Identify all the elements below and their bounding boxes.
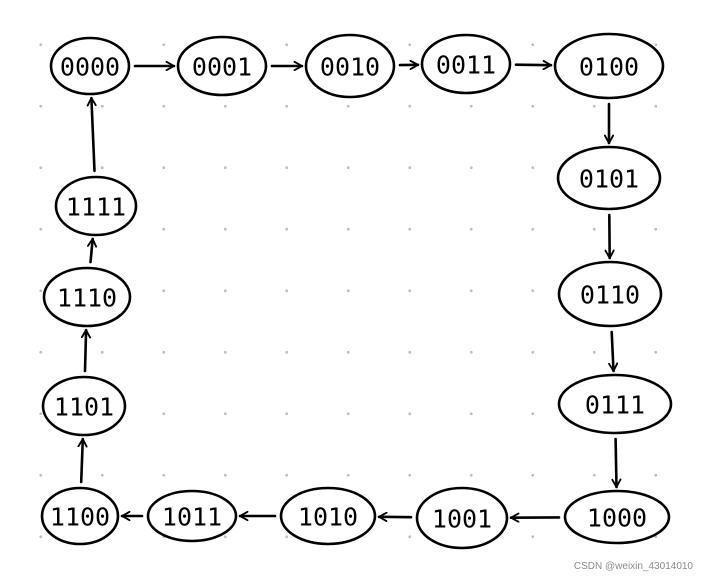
state-node-0011: 0011 bbox=[420, 33, 512, 95]
transition-arrow-s14-to-s15 bbox=[91, 237, 93, 264]
state-label: 1111 bbox=[66, 193, 126, 222]
state-node-1000: 1000 bbox=[563, 489, 671, 545]
state-ellipse bbox=[41, 375, 127, 437]
transition-arrow-s7-to-s8 bbox=[616, 437, 617, 489]
state-node-0010: 0010 bbox=[304, 33, 396, 99]
state-label: 0000 bbox=[60, 53, 120, 82]
state-node-0110: 0110 bbox=[557, 260, 663, 328]
watermark: CSDN @weixin_43014010 bbox=[573, 561, 693, 572]
state-label: 0011 bbox=[436, 51, 496, 80]
state-label: 0111 bbox=[585, 391, 645, 420]
state-label: 1011 bbox=[162, 503, 222, 532]
state-node-0111: 0111 bbox=[557, 373, 673, 435]
state-node-1011: 1011 bbox=[146, 489, 238, 543]
transition-arrows bbox=[81, 65, 616, 518]
state-node-1110: 1110 bbox=[42, 266, 132, 328]
state-node-1101: 1101 bbox=[41, 375, 127, 437]
state-ellipse bbox=[553, 32, 665, 100]
transition-arrow-s12-to-s13 bbox=[81, 437, 83, 484]
transition-arrow-s3-to-s4 bbox=[514, 65, 553, 66]
state-ellipse bbox=[557, 373, 673, 435]
state-node-1100: 1100 bbox=[40, 486, 120, 546]
state-ellipse bbox=[304, 33, 396, 99]
state-ellipse bbox=[54, 175, 138, 237]
state-label: 1101 bbox=[54, 393, 114, 422]
state-label: 1100 bbox=[50, 503, 110, 532]
state-node-0000: 0000 bbox=[49, 36, 131, 96]
state-ellipse bbox=[49, 36, 131, 96]
state-ellipse bbox=[415, 486, 509, 550]
state-ellipse bbox=[42, 266, 132, 328]
state-node-0001: 0001 bbox=[176, 35, 268, 97]
state-ellipse bbox=[557, 260, 663, 328]
state-label: 0110 bbox=[580, 281, 640, 310]
state-label: 1110 bbox=[57, 284, 117, 313]
state-label: 0101 bbox=[579, 165, 639, 194]
state-ellipse bbox=[556, 145, 662, 211]
state-node-0100: 0100 bbox=[553, 32, 665, 100]
state-node-1010: 1010 bbox=[279, 486, 377, 546]
state-node-1111: 1111 bbox=[54, 175, 138, 237]
state-ellipse bbox=[146, 489, 238, 543]
transition-arrow-s13-to-s14 bbox=[85, 328, 86, 373]
state-label: 0001 bbox=[192, 53, 252, 82]
state-label: 0100 bbox=[579, 53, 639, 82]
state-nodes: 0000 0001 0010 0011 0100 0101 0110 0111 1000 1001… bbox=[40, 32, 673, 550]
state-ellipse bbox=[176, 35, 268, 97]
state-ellipse bbox=[279, 486, 377, 546]
state-ellipse bbox=[40, 486, 120, 546]
state-ellipse bbox=[563, 489, 671, 545]
transition-arrow-s6-to-s7 bbox=[612, 330, 614, 373]
state-label: 1010 bbox=[298, 503, 358, 532]
transition-arrow-s15-to-s0 bbox=[91, 96, 94, 173]
state-label: 1001 bbox=[432, 505, 492, 534]
state-node-1001: 1001 bbox=[415, 486, 509, 550]
state-label: 0010 bbox=[320, 53, 380, 82]
state-ellipse bbox=[420, 33, 512, 95]
state-node-0101: 0101 bbox=[556, 145, 662, 211]
state-label: 1000 bbox=[587, 504, 647, 533]
